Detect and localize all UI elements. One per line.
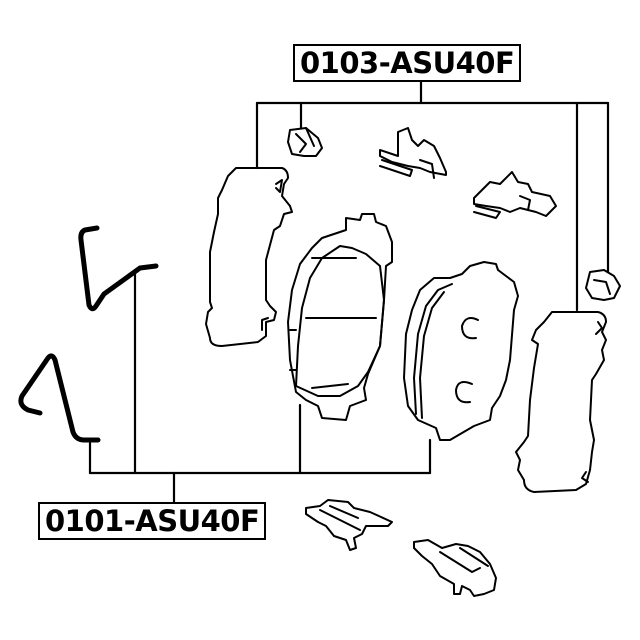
anti-rattle-spring-lower [18,353,101,443]
pad-support-plate-top [379,127,447,179]
anti-squeal-shim-left [205,167,293,347]
pad-support-plate-bottom-left [305,499,393,551]
leader-lines-bottom [88,270,432,504]
brake-pad-inner [287,213,393,421]
part-number-label-top: 0103-ASU40F [293,44,522,82]
leader-lines-top [255,80,610,312]
brake-pad-outer [403,261,519,441]
small-clip-right [585,269,621,301]
pad-support-plate-bottom-right [413,539,497,597]
part-number-label-bottom: 0101-ASU40F [38,502,267,540]
anti-rattle-spring-upper [78,225,159,312]
pad-support-plate-right [473,171,557,219]
anti-squeal-shim-right [515,311,607,493]
small-clip-upper-left [287,127,323,157]
